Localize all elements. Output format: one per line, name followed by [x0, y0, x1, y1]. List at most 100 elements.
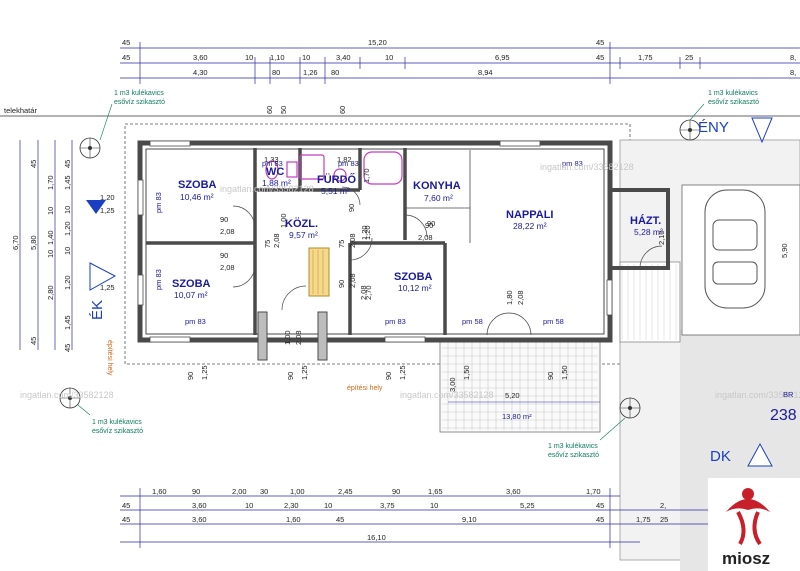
toilet-icon: [265, 160, 279, 180]
shower-tray: [299, 154, 325, 180]
dim-label: 1,26: [303, 68, 318, 77]
parapet-height: pm 83: [385, 317, 406, 326]
shaft: [308, 247, 330, 297]
dim-label: 45: [596, 501, 604, 510]
room-area: 10,46 m²: [180, 192, 214, 202]
kitchen-counter: [405, 150, 471, 243]
dim-label: 1,25: [100, 206, 115, 215]
gravel-note-line2: esővíz szikasztó: [92, 428, 143, 435]
parapet-height: pm 83: [562, 159, 583, 168]
dim-label: 45: [29, 160, 38, 168]
opening-dim: 2,08: [348, 273, 357, 288]
room-area: 10,07 m²: [174, 290, 208, 300]
gravel-note-line2: esővíz szikasztó: [708, 99, 759, 106]
dim-label: 1,45: [63, 315, 72, 330]
dim-label: 3,60: [192, 515, 207, 524]
dim-label: 45: [122, 53, 130, 62]
opening-dim: 90: [220, 251, 228, 260]
parapet-height: pm 83: [185, 317, 206, 326]
opening-dim: 75: [263, 240, 272, 248]
terrace-paving: [439, 339, 601, 433]
room-wc: WC 1,88 m²: [262, 166, 291, 188]
dim-label: 10: [46, 207, 55, 215]
room-hazt: HÁZT. 5,28 m²: [630, 214, 663, 237]
room-name: HÁZT.: [630, 214, 661, 227]
dim-label: 1,70: [46, 175, 55, 190]
opening-dim: 2,10: [657, 230, 666, 245]
dim-label: 2,80: [46, 285, 55, 300]
opening-dim: 90: [337, 280, 346, 288]
dim-label: 1,20: [100, 193, 115, 202]
dim-label: 15,20: [368, 38, 387, 47]
opening-dim: 1,33: [264, 155, 279, 164]
terrace-width: 5,20: [505, 391, 520, 400]
inner-dimensions: pm 83 pm 83 pm 83 pm 83 pm 83 pm 58 pm 5…: [154, 106, 666, 345]
opening-dim: 2,08: [220, 263, 235, 272]
gravel-pit-bottom-left: 1 m3 kulékavics esővíz szikasztó: [59, 387, 143, 435]
dim-label: 10: [46, 250, 55, 258]
dim-label: 45: [596, 515, 604, 524]
dim-label: 45: [29, 337, 38, 345]
bathroom-fixtures: [265, 151, 403, 185]
room-name: SZOBA: [172, 278, 211, 290]
door-swings: [232, 186, 663, 336]
dim-label: 1,25: [300, 365, 309, 380]
washbasin-icon: [286, 161, 298, 178]
dim-label: 2,30: [284, 501, 299, 510]
orient-label-dk: DK: [710, 448, 731, 465]
dim-label: 3,00: [448, 377, 457, 392]
bottom-dim-row-1: 1,60 90 2,00 30 1,00 2,45 90 1,65 3,60 1…: [152, 487, 601, 496]
top-dim-row-1: 45 15,20 45: [122, 38, 604, 47]
dim-label: 5,25: [520, 501, 535, 510]
top-dim-row-2: 45 3,60 10 1,10 10 3,40 10 6,95 45 1,75 …: [122, 53, 796, 62]
dim-label: 2,00: [232, 487, 247, 496]
opening-dim: 2,08: [348, 233, 357, 248]
dim-label: 1,50: [462, 365, 471, 380]
watermark: ingatlan.com/33582128: [220, 184, 314, 194]
room-area: 1,88 m²: [262, 178, 291, 188]
room-name: FÜRDŐ: [317, 173, 357, 186]
gravel-pit-top-right: 1 m3 kulékavics esővíz szikasztó: [679, 90, 759, 141]
annex-walls: [610, 188, 670, 270]
dim-label: 30: [260, 487, 268, 496]
parapet-height: pm 83: [154, 192, 163, 213]
logo-figure-head: [742, 488, 754, 500]
bottom-dim-row-2: 45 3,60 10 2,30 10 3,75 10 5,25 45 2,: [122, 501, 666, 510]
watermark: ingatlan.com/33582128: [400, 390, 494, 400]
room-konyha: KONYHA 7,60 m²: [413, 180, 461, 203]
opening-dim: 2,08: [516, 290, 525, 305]
annex-hatching: [619, 261, 681, 343]
gravel-note-line1: 1 m3 kulékavics: [114, 90, 164, 97]
dim-label: 10: [63, 247, 72, 255]
top-dimensions: [120, 42, 800, 84]
room-area: 10,12 m²: [398, 283, 432, 293]
opening-dim: 1,82: [337, 155, 352, 164]
building-site-labels: építési hely építési hely: [106, 340, 383, 392]
dim-label: 45: [596, 38, 604, 47]
watermarks: ingatlan.com/33582128 ingatlan.com/33582…: [20, 162, 800, 400]
opening-dim: 2,08: [418, 233, 433, 242]
dim-label: 1,70: [586, 487, 601, 496]
dim-label: 1,00: [290, 487, 305, 496]
top-dim-row-3: 4,30 80 1,26 80 8,94 8,: [193, 68, 796, 77]
direction-arrow-icon: [89, 262, 117, 291]
terrace-labels: 5,20 13,80 m²: [448, 391, 600, 421]
opening-dim: 1,70: [362, 168, 371, 183]
dim-label: 80: [272, 68, 280, 77]
dim-label: 25: [660, 515, 668, 524]
room-area: 7,60 m²: [424, 193, 453, 203]
dim-label: 4,30: [193, 68, 208, 77]
dim-label: 8,: [790, 68, 796, 77]
opening-dim: 60: [338, 106, 347, 114]
opening-dim: 2,08: [272, 233, 281, 248]
room-area: 28,22 m²: [513, 221, 547, 231]
dim-label: 10: [385, 53, 393, 62]
dim-label: 45: [122, 515, 130, 524]
dim-label: 2,45: [338, 487, 353, 496]
dim-label: 90: [186, 372, 195, 380]
entrance-arrow-icon: [86, 200, 106, 214]
room-area: 5,28 m²: [634, 227, 663, 237]
dim-label: 3,60: [192, 501, 207, 510]
dim-label: 3,40: [336, 53, 351, 62]
